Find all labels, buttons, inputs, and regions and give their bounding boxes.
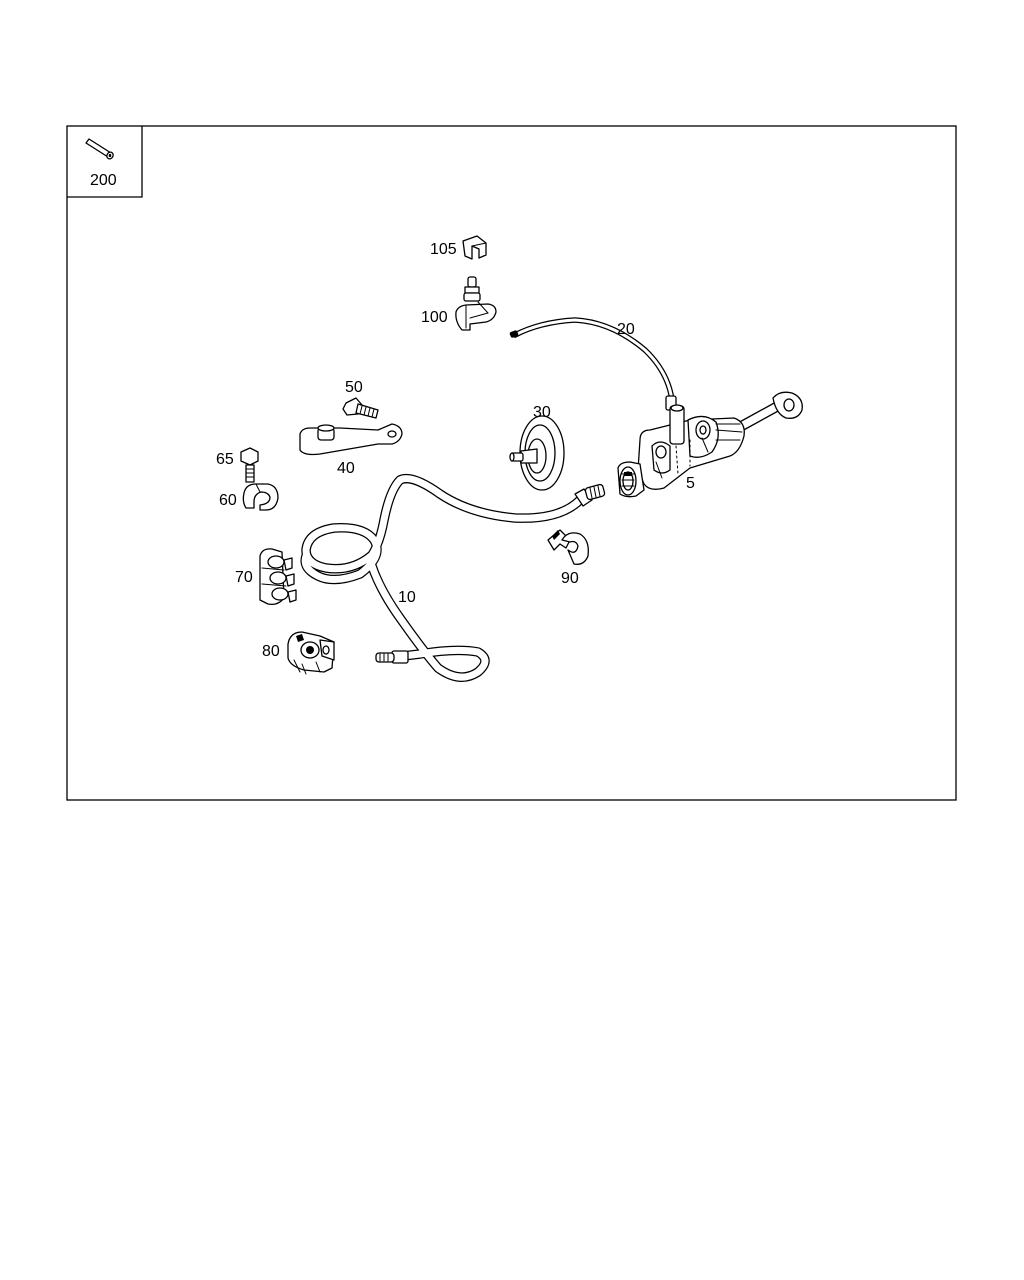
part-105-clip: 105: [430, 235, 487, 260]
part-60-clip: 60: [219, 483, 279, 511]
part-80-holder: 80: [262, 631, 335, 675]
callout-20: 20: [617, 321, 635, 338]
callout-80: 80: [262, 643, 280, 660]
part-200-inset: 200: [67, 126, 143, 198]
part-100-bleeder-valve: 100: [421, 276, 497, 331]
callout-200: 200: [90, 172, 117, 189]
part-65-bolt: 65: [216, 447, 259, 483]
part-20-hose: 20: [509, 317, 677, 411]
callout-40: 40: [337, 460, 355, 477]
diagram-frame: [66, 125, 957, 801]
callout-100: 100: [421, 309, 448, 326]
part-50-bolt: 50: [342, 379, 379, 419]
callout-90: 90: [561, 570, 579, 587]
part-5-master-cylinder: 5: [617, 391, 803, 498]
part-10-pipe: 10: [300, 473, 606, 682]
part-30-diaphragm: 30: [509, 404, 565, 491]
callout-65: 65: [216, 451, 234, 468]
callout-105: 105: [430, 241, 457, 258]
callout-50: 50: [345, 379, 363, 396]
callout-10: 10: [398, 589, 416, 606]
part-40-bracket: 40: [299, 423, 403, 477]
callout-60: 60: [219, 492, 237, 509]
part-70-triple-clip: 70: [235, 548, 297, 606]
callout-30: 30: [533, 404, 551, 421]
callout-5: 5: [686, 475, 695, 492]
callout-70: 70: [235, 569, 253, 586]
pin-icon: [85, 138, 114, 160]
part-90-clip: 90: [547, 529, 589, 587]
